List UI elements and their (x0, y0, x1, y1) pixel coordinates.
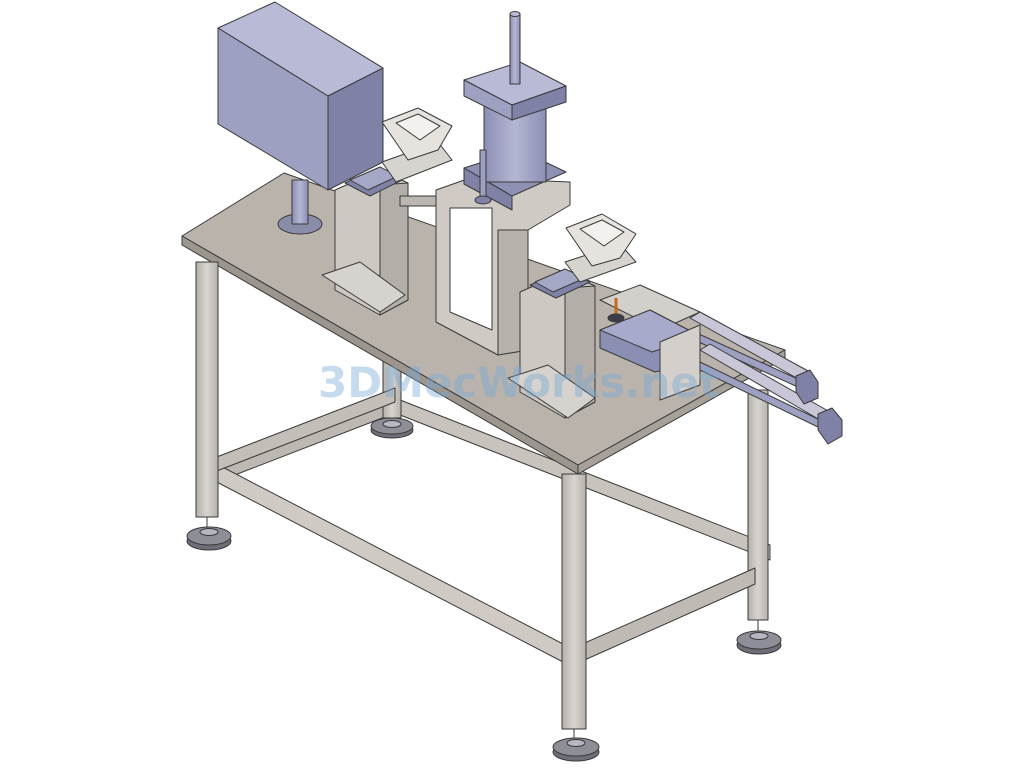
press-station (435, 11, 571, 356)
feeder-station-left (321, 107, 481, 316)
leg-back-right (736, 389, 782, 655)
leg-front-left (186, 261, 232, 551)
control-box (217, 1, 384, 235)
leg-front-right (552, 473, 600, 762)
feeder-station-right (507, 213, 637, 419)
lower-frame-front (208, 387, 756, 664)
pneumatic-cylinders (599, 284, 843, 445)
